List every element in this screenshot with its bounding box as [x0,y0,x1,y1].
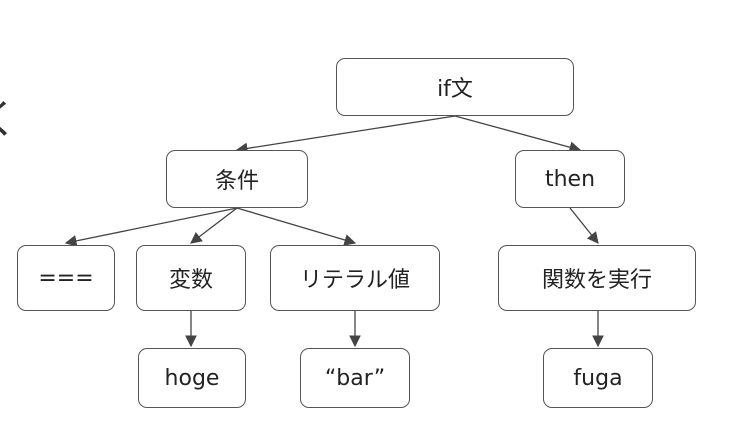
node-bar-string: “bar” [300,348,410,408]
node-execute-function: 関数を実行 [498,245,696,311]
edge-then-to-execute_function [569,207,599,244]
edge-condition-to-operator [64,207,238,247]
node-strict-equality-operator: === [17,245,115,311]
edge-condition-to-variable [190,207,238,244]
node-if-statement: if文 [336,58,574,116]
edge-root-to-then [454,115,582,153]
node-variable: 変数 [136,245,246,311]
node-literal-value: リテラル値 [270,245,440,311]
edge-root-to-condition [235,115,456,155]
node-then: then [515,150,625,208]
clipped-edge-glyph: く [0,100,18,140]
node-condition: 条件 [166,150,308,208]
edge-condition-to-literal [236,207,357,246]
node-fuga: fuga [543,348,653,408]
node-hoge: hoge [138,348,246,408]
